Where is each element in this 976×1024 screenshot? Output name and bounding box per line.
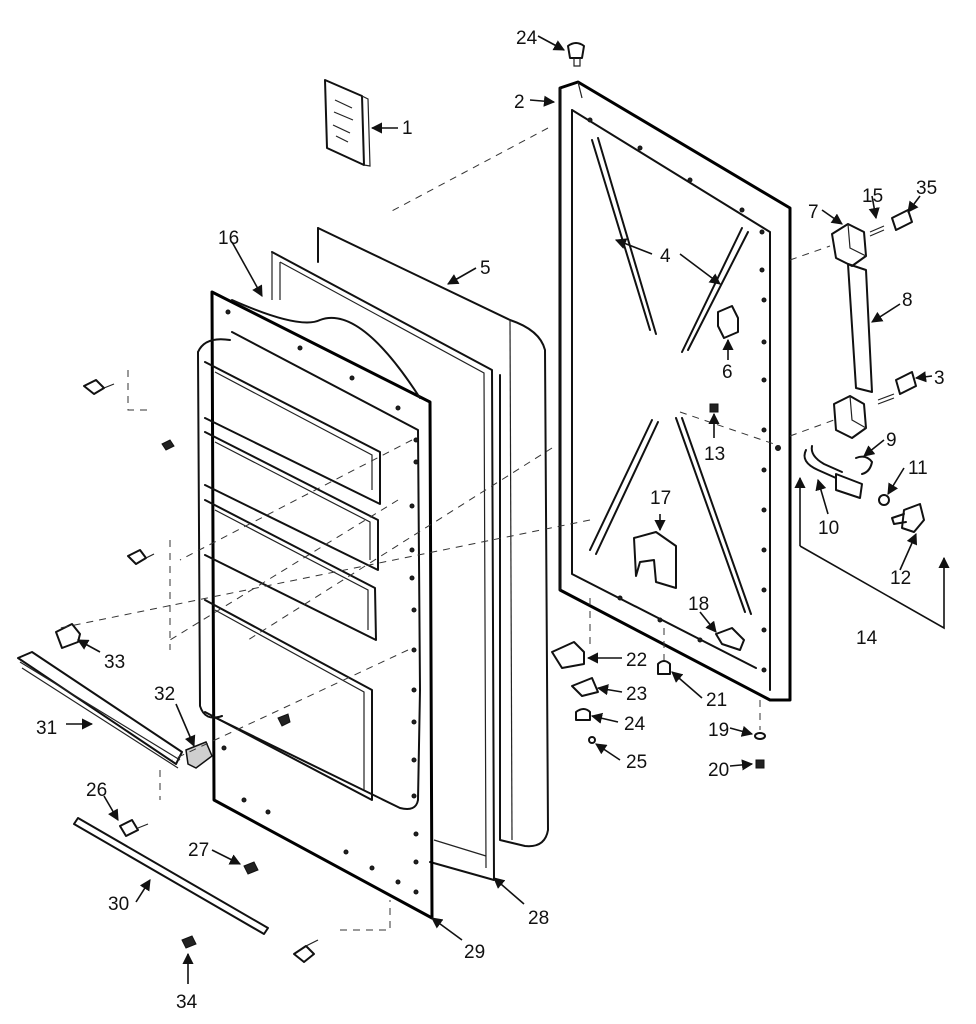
callout-24-bottom: 24 xyxy=(624,714,646,735)
callout-15: 15 xyxy=(862,186,883,207)
instruction-card-part xyxy=(324,79,371,167)
screw-34-part xyxy=(181,935,197,949)
callout-34: 34 xyxy=(176,992,198,1013)
end-cap-part xyxy=(185,741,213,769)
callout-18: 18 xyxy=(688,594,709,615)
strip-part xyxy=(73,817,269,935)
callout-1: 1 xyxy=(402,118,413,139)
callout-21: 21 xyxy=(706,690,727,711)
callout-25: 25 xyxy=(626,752,647,773)
screw-26-part xyxy=(119,819,149,837)
callout-31: 31 xyxy=(36,718,57,739)
callout-26: 26 xyxy=(86,780,107,801)
callout-22: 22 xyxy=(626,650,647,671)
outer-door-panel-part xyxy=(317,227,549,848)
callout-2: 2 xyxy=(514,92,525,113)
callout-5: 5 xyxy=(480,258,491,279)
callout-10: 10 xyxy=(818,518,839,539)
assembly-bracket-14 xyxy=(794,476,950,630)
callout-32: 32 xyxy=(154,684,175,705)
hinge-bracket-part xyxy=(715,627,745,651)
callout-3: 3 xyxy=(934,368,945,389)
callout-13: 13 xyxy=(704,444,725,465)
latch-bracket-part xyxy=(633,531,677,589)
callout-labels: 1 24 2 16 5 4 6 7 15 35 8 3 9 11 10 12 1… xyxy=(36,28,945,1013)
callout-12: 12 xyxy=(890,568,911,589)
callout-35: 35 xyxy=(916,178,937,199)
callout-17: 17 xyxy=(650,488,671,509)
leader-lines xyxy=(66,35,933,984)
callout-29: 29 xyxy=(464,942,485,963)
callout-19: 19 xyxy=(708,720,729,741)
left-screws-part xyxy=(83,379,319,963)
callout-30: 30 xyxy=(108,894,129,915)
callout-16: 16 xyxy=(218,228,239,249)
handle-screws-part xyxy=(869,209,917,405)
screw-13-part xyxy=(709,403,719,413)
callout-33: 33 xyxy=(104,652,125,673)
callout-24-top: 24 xyxy=(516,28,538,49)
callout-4: 4 xyxy=(660,246,671,267)
callout-20: 20 xyxy=(708,760,729,781)
callout-11: 11 xyxy=(908,458,928,479)
lock-assembly-part xyxy=(803,445,925,533)
inner-door-liner-part xyxy=(197,290,434,920)
top-bumper-part xyxy=(567,42,585,67)
callout-7: 7 xyxy=(808,202,819,223)
clip-33-part xyxy=(55,623,81,649)
bottom-rail-part xyxy=(17,651,183,769)
callout-28: 28 xyxy=(528,908,549,929)
clip-part xyxy=(717,305,739,339)
callout-27: 27 xyxy=(188,840,209,861)
callout-8: 8 xyxy=(902,290,913,311)
door-gasket-part xyxy=(271,251,495,881)
alignment-lines xyxy=(59,127,835,931)
callout-9: 9 xyxy=(886,430,897,451)
callout-14: 14 xyxy=(856,628,878,649)
bottom-hinge-parts xyxy=(551,641,766,769)
callout-6: 6 xyxy=(722,362,733,383)
door-frame-part xyxy=(558,80,792,702)
handle-assembly-part xyxy=(831,223,873,439)
callout-23: 23 xyxy=(626,684,647,705)
